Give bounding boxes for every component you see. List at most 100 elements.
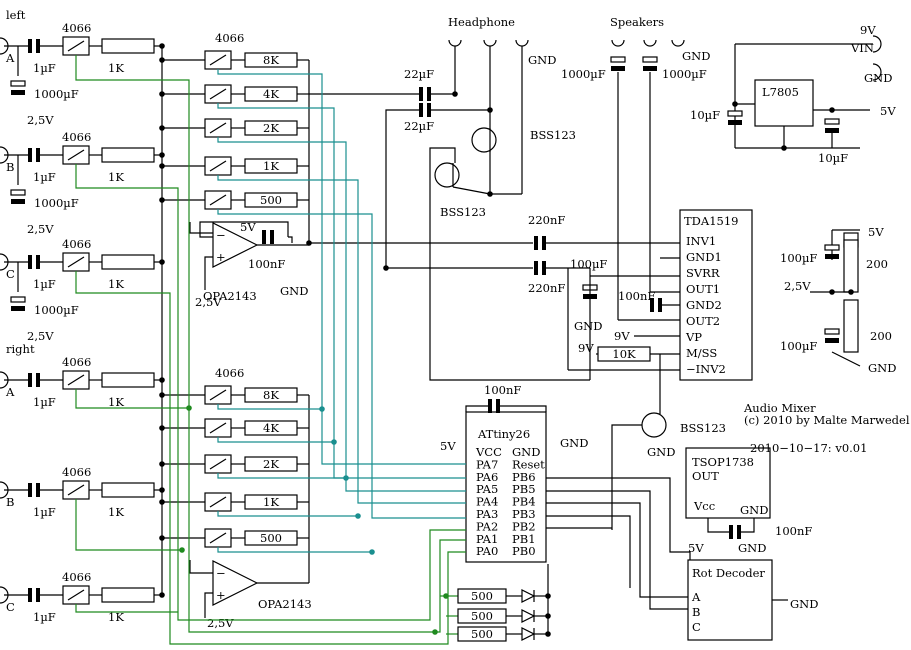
gnd-label: GND xyxy=(647,445,675,459)
group-label: right xyxy=(6,342,35,356)
tda-pin-label: VP xyxy=(685,330,702,344)
voltage-label: 9V xyxy=(614,329,630,343)
mcu-pin-label: PA3 xyxy=(476,507,498,521)
cap-label: 100µF xyxy=(570,257,607,271)
capacitor xyxy=(36,483,40,497)
mosfet-symbol xyxy=(471,127,497,153)
ic-label: 4066 xyxy=(62,130,91,144)
junction-dot xyxy=(159,152,165,158)
res-label: 500 xyxy=(471,627,493,641)
feedback-capacitor xyxy=(262,230,266,244)
switch-lever xyxy=(67,40,85,52)
res-label: 1K xyxy=(108,61,124,75)
voltage-label: 9V xyxy=(578,341,594,355)
wire xyxy=(707,518,729,533)
cap-label: 10µF xyxy=(690,108,720,122)
regulator-capacitor xyxy=(824,118,840,125)
control-line xyxy=(75,604,178,613)
resistor-label: 500 xyxy=(260,193,282,207)
mcu-pin-label: Reset xyxy=(512,457,545,471)
channel-label: B xyxy=(6,160,14,174)
capacitor xyxy=(36,588,40,602)
group-label: left xyxy=(6,8,26,22)
mcu-pin-label: PA5 xyxy=(476,482,498,496)
chip-name: L7805 xyxy=(762,85,799,99)
junction-dot xyxy=(159,535,165,541)
mcu-pin-label: PA4 xyxy=(476,495,498,509)
voltage-label: 5V xyxy=(688,541,704,555)
gnd-label: GND xyxy=(682,49,710,63)
wire xyxy=(741,518,755,533)
ic-label: 4066 xyxy=(62,465,91,479)
junction-dot xyxy=(159,592,165,598)
rot-decoder-chip xyxy=(687,559,773,641)
voltage-label: 5V xyxy=(240,220,256,234)
headphone-label: Headphone xyxy=(448,15,515,29)
junction-dot xyxy=(383,265,389,271)
wire xyxy=(546,502,690,598)
control-line xyxy=(217,511,358,517)
cap-label: 1000µF xyxy=(662,67,707,81)
voltage-label: 2,5V xyxy=(195,295,222,309)
control-line xyxy=(217,175,466,504)
res-label: 200 xyxy=(866,257,888,271)
junction-dot xyxy=(159,461,165,467)
switch-lever xyxy=(67,256,85,268)
wire xyxy=(452,186,491,195)
resistor-label: 1K xyxy=(263,159,279,173)
wire xyxy=(385,109,419,268)
resistor-label: 10K xyxy=(612,347,636,361)
cap-label: 1000µF xyxy=(34,303,79,317)
junction-dot xyxy=(159,91,165,97)
switch-lever xyxy=(209,122,227,134)
resistor-label: 8K xyxy=(263,53,279,67)
junction-dot xyxy=(159,425,165,431)
wire xyxy=(429,147,590,381)
opamp-minus: − xyxy=(216,228,226,242)
input-resistor xyxy=(101,147,155,163)
mcu-pin-label: PB0 xyxy=(512,544,536,558)
gnd-label: GND xyxy=(868,361,896,375)
capacitor xyxy=(36,39,40,53)
title-text: 2010−10−17: v0.01 xyxy=(750,441,867,455)
headphone-capacitor xyxy=(427,103,431,117)
audio-jack xyxy=(671,39,685,47)
control-line xyxy=(217,103,466,479)
control-line xyxy=(217,547,372,553)
control-line xyxy=(75,55,466,633)
attiny26-chip xyxy=(465,411,547,563)
channel-label: B xyxy=(6,495,14,509)
wire xyxy=(611,424,642,530)
tsop-capacitor xyxy=(729,525,733,539)
resistor-label: 2K xyxy=(263,457,279,471)
channel-label: C xyxy=(6,267,15,281)
vp-capacitor xyxy=(658,298,662,312)
junction-dot xyxy=(159,487,165,493)
divider-capacitor xyxy=(825,254,839,259)
cap-label: 220nF xyxy=(528,213,565,227)
capacitor xyxy=(28,373,32,387)
voltage-label: 5V xyxy=(880,104,896,118)
tda-pin-label: M/SS xyxy=(686,346,717,360)
tda-pin-label: OUT2 xyxy=(686,314,720,328)
ic-label: OPA2143 xyxy=(258,597,312,611)
capacitor xyxy=(28,39,32,53)
capacitor xyxy=(28,483,32,497)
speaker-capacitor xyxy=(643,66,657,71)
voltage-label: 2,5V xyxy=(27,113,54,127)
capacitor xyxy=(36,255,40,269)
mcu-pin-label: GND xyxy=(512,445,540,459)
tsop-pin: Vcc xyxy=(693,499,715,513)
wire xyxy=(189,560,213,574)
tsop-capacitor xyxy=(737,525,741,539)
capacitor xyxy=(28,588,32,602)
opamp-plus: + xyxy=(216,250,226,264)
control-line xyxy=(217,209,466,519)
capacitor xyxy=(28,148,32,162)
cap-label: 220nF xyxy=(528,281,565,295)
headphone-capacitor xyxy=(427,87,431,101)
resistor-label: 8K xyxy=(263,388,279,402)
led-icon xyxy=(521,589,536,603)
voltage-label: 5V xyxy=(868,225,884,239)
mosfet-symbol xyxy=(641,412,667,438)
